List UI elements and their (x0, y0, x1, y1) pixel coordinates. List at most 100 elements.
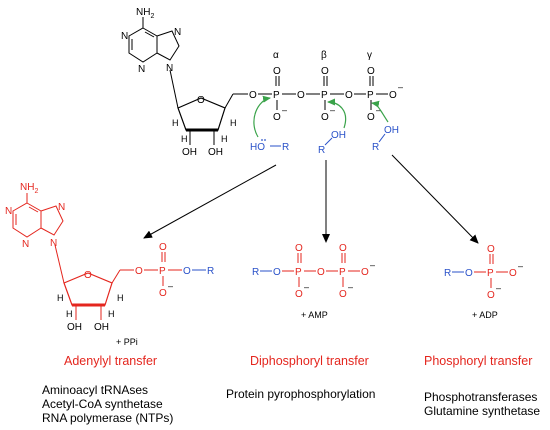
product-o-label: O (487, 244, 495, 255)
atp-p-gamma: P (367, 90, 374, 101)
byproduct-ppi: + PPi (116, 337, 138, 347)
atp-gamma-label: γ (367, 50, 372, 61)
product-n-label: N (58, 202, 65, 213)
product-oh-label: OH (94, 322, 109, 333)
product-n-label: N (22, 239, 29, 250)
atp-minus: – (376, 105, 381, 115)
examples-adenylyl: Aminoacyl tRNAses Acetyl-CoA synthetase … (42, 383, 173, 425)
product-phosphoryl: R O P O O – O – (444, 244, 523, 301)
product-o-label: O (273, 267, 281, 278)
product-h-label: H (66, 309, 73, 319)
nucleophile-beta: R OH (318, 130, 346, 156)
example-item: Glutamine synthetase (424, 404, 541, 418)
atp-minus: – (330, 105, 335, 115)
product-o-label: O (135, 266, 143, 277)
atp-minus: – (398, 82, 403, 92)
atp-h-label: H (172, 118, 179, 128)
product-minus: – (304, 282, 309, 292)
example-item: Aminoacyl tRNAses (42, 383, 149, 397)
product-h-label: H (57, 293, 64, 303)
category-title-diphosphoryl: Diphosphoryl transfer (250, 354, 369, 368)
product-o-label: O (159, 288, 167, 299)
product-o-label: O (509, 268, 517, 279)
atp-o-label: O (273, 112, 281, 123)
product-n-label: N (5, 206, 12, 217)
nucleophile-r-label: R (318, 145, 325, 156)
product-minus: – (348, 282, 353, 292)
nucleophile-r-label: R (282, 142, 289, 153)
product-ring-o-label: O (84, 270, 92, 281)
nucleophile-r-label: R (372, 142, 379, 153)
attack-arrow-beta (327, 98, 347, 129)
atp-h-label: H (181, 134, 188, 144)
product-n-label: N (50, 238, 57, 249)
product-h-label: H (117, 293, 124, 303)
arrow-to-phosphoryl (391, 154, 479, 244)
atp-oh-label: OH (182, 147, 197, 158)
atp-nh2-label: NH2 (136, 7, 154, 20)
attack-arrow-gamma (371, 100, 389, 123)
atp-o-label: O (367, 112, 375, 123)
byproduct-amp: + AMP (301, 310, 328, 320)
example-item: Phosphotransferases (424, 390, 538, 404)
examples-diphosphoryl: Protein pyrophosphorylation (226, 387, 375, 401)
atp-minus: – (282, 105, 287, 115)
atp-p-beta: P (321, 90, 328, 101)
arrow-to-adenylyl (143, 164, 277, 239)
product-adenylyl: NH2 N N N N O H H H H OH OH O P O O – O (5, 182, 214, 333)
atp-n-label: N (166, 63, 173, 74)
product-minus: – (518, 261, 523, 271)
atp-o-label: O (321, 66, 329, 77)
product-o-label: O (339, 243, 347, 254)
product-o-label: O (339, 289, 347, 300)
example-item: Acetyl-CoA synthetase (42, 397, 163, 411)
product-diphosphoryl: R O P O O – O P O O – O – (252, 243, 375, 300)
product-o-label: O (465, 268, 473, 279)
atp-o-label: O (345, 90, 353, 101)
product-nh2-label: NH2 (20, 182, 38, 195)
atp-n-label: N (138, 64, 145, 75)
product-p-label: P (159, 266, 166, 277)
product-o-label: O (295, 243, 303, 254)
nucleophile-oh-label: OH (384, 125, 399, 136)
atp-o-label: O (321, 112, 329, 123)
product-o-label: O (295, 289, 303, 300)
category-title-phosphoryl: Phosphoryl transfer (424, 354, 533, 368)
product-h-label: H (108, 309, 115, 319)
atp-ring-o-label: O (197, 95, 205, 106)
product-o-label: O (317, 267, 325, 278)
atp-n-label: N (174, 27, 181, 38)
nucleophile-oh-label: OH (331, 130, 346, 141)
atp-o-label: O (297, 90, 305, 101)
reaction-arrows (143, 154, 479, 244)
atp-h-label: H (230, 118, 237, 128)
product-r-label: R (207, 266, 214, 277)
product-oh-label: OH (67, 322, 82, 333)
product-minus: – (496, 283, 501, 293)
atp-o-label: O (273, 66, 281, 77)
product-o-label: O (183, 266, 191, 277)
attack-arrow-alpha (253, 95, 271, 138)
atp-oh-label: OH (208, 147, 223, 158)
product-p-label: P (339, 267, 346, 278)
product-minus: – (168, 281, 173, 291)
product-o-label: O (487, 290, 495, 301)
atp-o-label: O (389, 90, 397, 101)
example-item: RNA polymerase (NTPs) (42, 411, 174, 425)
atp-o-label: O (367, 66, 375, 77)
attack-arrows (253, 95, 389, 138)
nucleophile-gamma: R OH (372, 125, 399, 153)
product-o-label: O (361, 267, 369, 278)
atp-h-label: H (221, 134, 228, 144)
product-r-label: R (252, 267, 259, 278)
product-o-label: O (159, 242, 167, 253)
atp-alpha-label: α (273, 50, 279, 61)
product-p-label: P (487, 268, 494, 279)
category-title-adenylyl: Adenylyl transfer (64, 354, 158, 368)
nucleophile-alpha: HO R (250, 139, 289, 153)
atp-o-label: O (249, 90, 257, 101)
atp-n-label: N (121, 31, 128, 42)
atp-p-alpha: P (273, 90, 280, 101)
product-minus: – (370, 260, 375, 270)
